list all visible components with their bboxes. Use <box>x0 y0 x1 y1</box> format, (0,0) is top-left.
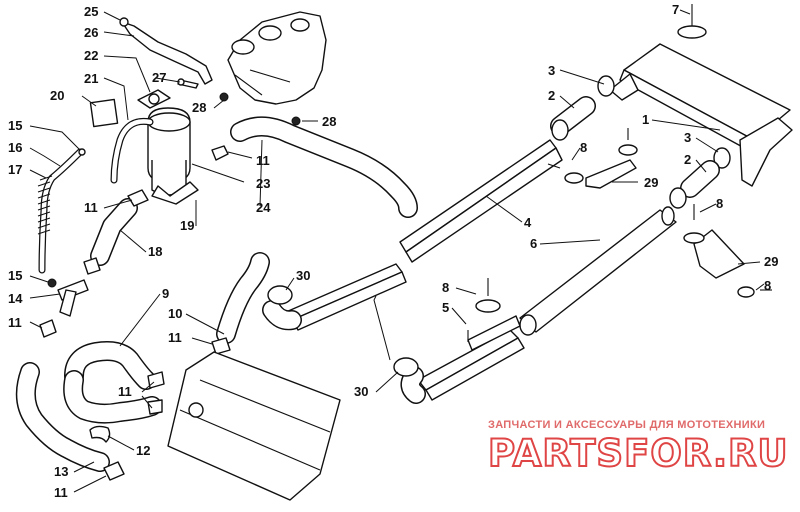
clamp-11-hose18-top <box>127 189 149 207</box>
callout-2-right: 2 <box>684 152 691 167</box>
callout-19: 19 <box>180 218 194 233</box>
callout-17: 17 <box>8 162 22 177</box>
callout-16: 16 <box>8 140 22 155</box>
clamp-11-hose18-bottom <box>83 257 101 275</box>
callout-30-left: 30 <box>296 268 310 283</box>
callout-29-upper: 29 <box>644 175 658 190</box>
callout-18: 18 <box>148 244 162 259</box>
callout-12: 12 <box>136 443 150 458</box>
callout-10: 10 <box>168 306 182 321</box>
retaining-plate-5 <box>467 315 521 351</box>
bolt-27 <box>177 78 199 89</box>
hose-2-right <box>680 160 720 198</box>
callout-9: 9 <box>162 286 169 301</box>
callout-1: 1 <box>642 112 649 127</box>
cooler-rail-4 <box>399 139 563 263</box>
callout-7: 7 <box>672 2 679 17</box>
callout-20: 20 <box>50 88 64 103</box>
clamp-11-tank <box>211 145 229 161</box>
nut-28-right <box>291 116 301 126</box>
callout-11-b: 11 <box>256 153 270 168</box>
decal-plate <box>89 98 119 128</box>
callout-28-right: 28 <box>322 114 336 129</box>
coolant-tank-outline <box>227 11 327 105</box>
watermark: ЗАПЧАСТИ И АКСЕССУАРЫ ДЛЯ МОТОТЕХНИКИ PA… <box>487 419 789 476</box>
callout-11-c: 11 <box>8 315 22 330</box>
leader-lines <box>29 9 765 493</box>
upper-hose <box>230 116 418 218</box>
clamp-11-bottom <box>103 461 125 481</box>
fastener-8-set <box>467 128 772 342</box>
callout-30-lower: 30 <box>354 384 368 399</box>
callout-23: 23 <box>256 176 270 191</box>
callout-15-bottom: 15 <box>8 268 22 283</box>
coiled-hose <box>37 148 86 274</box>
heat-exchanger-plate <box>167 351 341 501</box>
callout-11-e: 11 <box>118 384 132 399</box>
callout-6: 6 <box>530 236 537 251</box>
callout-14: 14 <box>8 291 23 306</box>
callout-22: 22 <box>84 48 98 63</box>
clamp-11-hose10 <box>211 337 231 355</box>
callout-labels: 25 26 22 27 21 20 28 28 15 16 17 11 11 2… <box>8 2 778 500</box>
callout-27: 27 <box>152 70 166 85</box>
callout-3-top: 3 <box>548 63 555 78</box>
fastener-7 <box>677 4 707 39</box>
callout-21: 21 <box>84 71 98 86</box>
callout-26: 26 <box>84 25 98 40</box>
callout-3-right: 3 <box>684 130 691 145</box>
tee-fitting <box>47 278 89 317</box>
clamp-11-tee <box>39 319 57 338</box>
callout-5: 5 <box>442 300 449 315</box>
callout-11-a: 11 <box>84 200 98 215</box>
callout-8-right: 8 <box>716 196 723 211</box>
clamp-3-top <box>597 75 615 97</box>
lower-hose-13 <box>15 362 110 472</box>
bracket-29-lower <box>693 229 745 279</box>
cooler-6 <box>519 206 677 336</box>
bushing-30-lower <box>393 357 419 377</box>
callout-24: 24 <box>256 200 271 215</box>
bracket-29-upper <box>585 159 637 189</box>
cooler-rail-lower-center <box>400 329 525 404</box>
callout-4: 4 <box>524 215 532 230</box>
callout-8-far-right: 8 <box>764 278 771 293</box>
hose-10 <box>216 252 270 344</box>
hose-18 <box>90 198 138 266</box>
clamp-3-mid <box>551 119 569 141</box>
callout-2-top: 2 <box>548 88 555 103</box>
hose-9 <box>63 341 162 424</box>
callout-13: 13 <box>54 464 68 479</box>
bushing-30-left <box>267 285 293 305</box>
callout-25: 25 <box>84 4 98 19</box>
clamp-11-hose9-b <box>147 399 163 415</box>
clamp-12 <box>89 425 111 443</box>
heat-exchanger-1 <box>609 43 793 187</box>
callout-8-center: 8 <box>442 280 449 295</box>
expansion-tank <box>137 89 199 205</box>
clamp-3-low <box>669 187 687 209</box>
callout-11-d: 11 <box>168 330 182 345</box>
callout-8-upper: 8 <box>580 140 587 155</box>
callout-28-left: 28 <box>192 100 206 115</box>
nut-28-left <box>219 92 229 102</box>
watermark-brand: PARTSFOR.RU <box>488 432 789 475</box>
watermark-subtitle: ЗАПЧАСТИ И АКСЕССУАРЫ ДЛЯ МОТОТЕХНИКИ <box>488 419 765 431</box>
clamp-3-right <box>713 147 731 169</box>
callout-29-lower: 29 <box>764 254 778 269</box>
callout-11-f: 11 <box>54 485 68 500</box>
cooler-rail-lower-left <box>262 263 407 331</box>
callout-15-top: 15 <box>8 118 22 133</box>
bracket-arm <box>119 17 213 85</box>
